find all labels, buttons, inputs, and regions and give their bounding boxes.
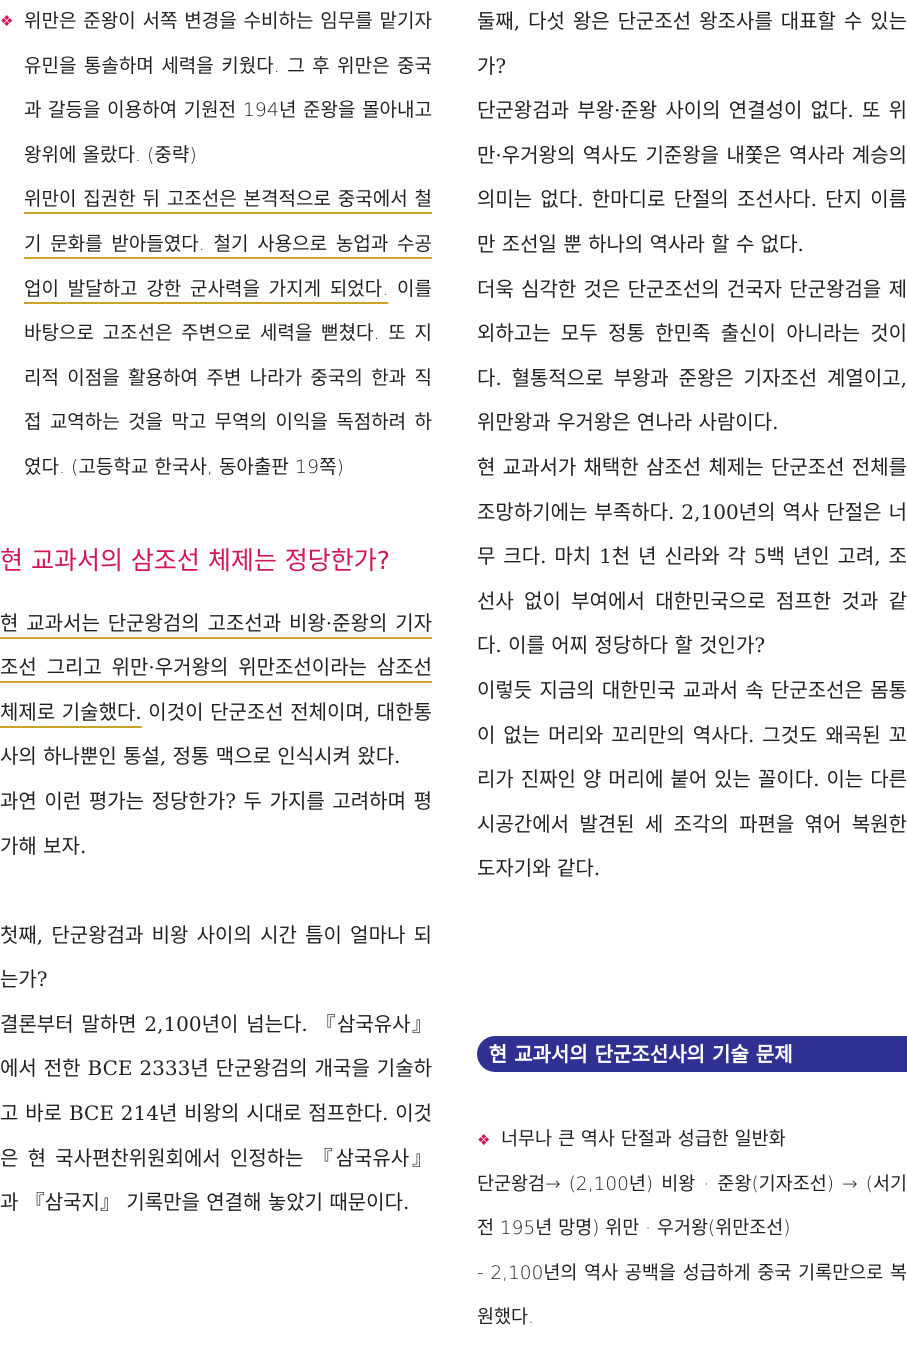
diamond-bullet-icon: ❖: [0, 12, 14, 30]
underlined-intro: 현 교과서는 단군왕검의 고조선과 비왕·준왕의 기자조선 그리고 위만·우거왕…: [0, 610, 432, 724]
left-column: ❖ 위만은 준왕이 서쪽 변경을 수비하는 임무를 맡기자 유민을 통솔하며 세…: [0, 0, 432, 1225]
box-line-1: 단군왕검→ (2,100년) 비왕 · 준왕(기자조선) → (서기전 195년…: [477, 1173, 907, 1240]
paragraph-conclusion: 이렇듯 지금의 대한민국 교과서 속 단군조선은 몸통이 없는 머리와 꼬리만의…: [477, 677, 907, 881]
right-column: 둘째, 다섯 왕은 단군조선 왕조사를 대표할 수 있는가? 단군왕검과 부왕·…: [477, 0, 907, 891]
intro-quote-text: 위만은 준왕이 서쪽 변경을 수비하는 임무를 맡기자 유민을 통솔하며 세력을…: [24, 10, 432, 478]
paragraph-question: 과연 이런 평가는 정당한가? 두 가지를 고려하며 평가해 보자.: [0, 788, 432, 858]
paragraph-serious: 더욱 심각한 것은 단군조선의 건국자 단군왕검을 제외하고는 모두 정통 한민…: [477, 276, 907, 435]
diamond-bullet-icon: ❖: [477, 1131, 491, 1149]
paragraph-second-question: 둘째, 다섯 왕은 단군조선 왕조사를 대표할 수 있는가?: [477, 9, 907, 78]
spacer: [0, 868, 432, 913]
paragraph-intro: 현 교과서는 단군왕검의 고조선과 비왕·준왕의 기자조선 그리고 위만·우거왕…: [0, 610, 432, 769]
paragraph-first-question: 첫째, 단군왕검과 비왕 사이의 시간 틈이 얼마나 되는가?: [0, 922, 432, 992]
paragraph-first-answer: 결론부터 말하면 2,100년이 넘는다. 『삼국유사』에서 전한 BCE 23…: [0, 1011, 432, 1215]
intro-quote-block: ❖ 위만은 준왕이 서쪽 변경을 수비하는 임무를 맡기자 유민을 통솔하며 세…: [0, 0, 432, 490]
box-content: ❖너무나 큰 역사 단절과 성급한 일반화 단군왕검→ (2,100년) 비왕 …: [477, 1118, 907, 1341]
box-bullet: ❖너무나 큰 역사 단절과 성급한 일반화 단군왕검→ (2,100년) 비왕 …: [477, 1118, 907, 1341]
box-title-banner: 현 교과서의 단군조선사의 기술 문제: [477, 1036, 907, 1072]
box-bullet-title-line: ❖너무나 큰 역사 단절과 성급한 일반화: [477, 1118, 907, 1163]
paragraph-second-answer: 단군왕검과 부왕·준왕 사이의 연결성이 없다. 또 위만·우거왕의 역사도 기…: [477, 98, 907, 256]
paragraph-textbook: 현 교과서가 채택한 삼조선 체제는 단군조선 전체를 조망하기에는 부족하다.…: [477, 454, 907, 658]
box-line-2: - 2,100년의 역사 공백을 성급하게 중국 기록만으로 복원했다.: [477, 1262, 907, 1329]
underlined-quote: 위만이 집권한 뒤 고조선은 본격적으로 중국에서 철기 문화를 받아들였다. …: [24, 188, 432, 300]
section-heading: 현 교과서의 삼조선 체제는 정당한가?: [0, 545, 391, 575]
left-body: 현 교과서는 단군왕검의 고조선과 비왕·준왕의 기자조선 그리고 위만·우거왕…: [0, 601, 432, 1225]
